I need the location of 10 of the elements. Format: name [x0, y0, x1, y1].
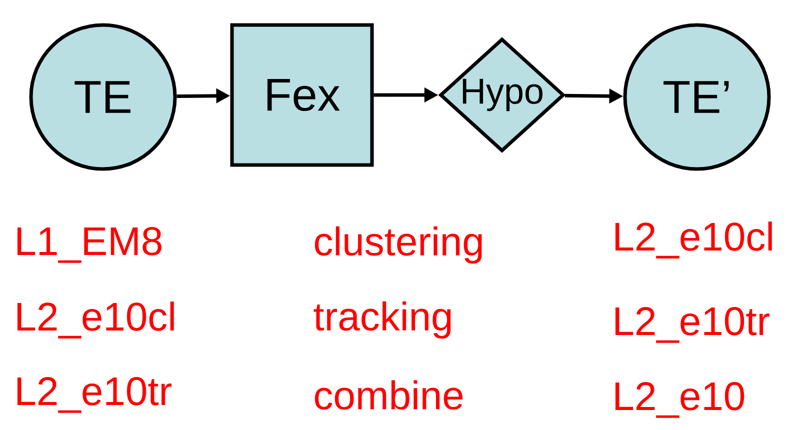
process-box: Fex	[230, 23, 374, 167]
signal-name: L2_e10tr	[18, 377, 172, 413]
signal-name: tracking	[314, 301, 451, 339]
signal-name: L1_EM8	[18, 227, 162, 263]
signal-name: combine	[314, 380, 463, 410]
signal-name: L2_e10cl	[615, 222, 772, 258]
signal-name: L2_e10cl	[18, 302, 174, 338]
signal-name: L2_e10	[615, 382, 744, 418]
signal-name: clustering	[314, 226, 482, 264]
signal-name: L2_e10tr	[615, 307, 770, 343]
